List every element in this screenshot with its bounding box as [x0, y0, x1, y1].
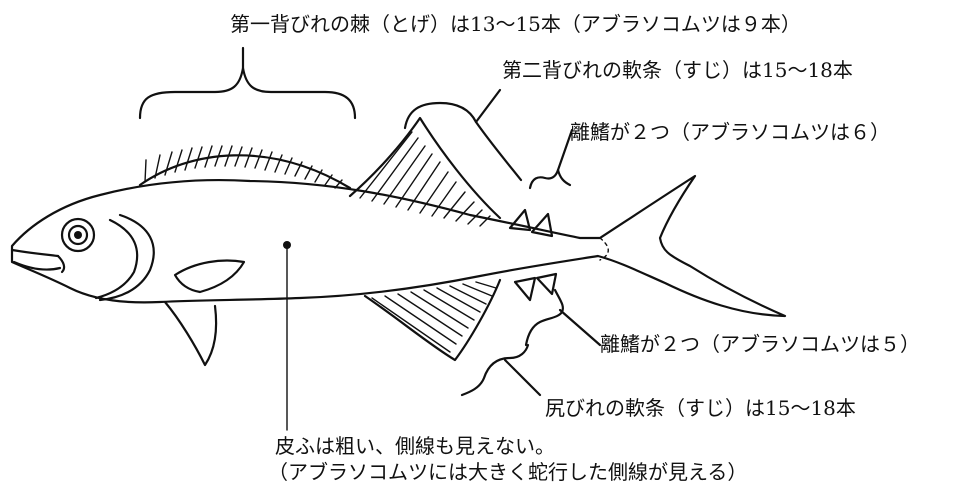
anal-finlets-brace — [524, 288, 564, 347]
second-dorsal-fin — [348, 116, 502, 227]
gill-cover — [98, 213, 155, 302]
anal-fin — [363, 278, 502, 362]
dorsal-finlet-1 — [508, 208, 532, 232]
label-dorsal-finlets: 離鰭が２つ（アブラソコムツは６） — [570, 120, 890, 144]
label-skin-line1: 皮ふは粗い、側線も見えない。 — [275, 434, 555, 458]
anal-fin-brace — [460, 343, 530, 397]
fish-body — [10, 174, 787, 318]
label-anal-fin: 尻びれの軟条（すじ）は15〜18本 — [545, 396, 856, 420]
label-skin-line2: （アブラソコムツには大きく蛇行した側線が見える） — [268, 460, 748, 484]
dorsal-finlet-2 — [530, 212, 554, 238]
label-soft-dorsal: 第二背びれの軟条（すじ）は15〜18本 — [502, 58, 853, 82]
pectoral-fin — [173, 259, 246, 294]
second-dorsal-brace — [403, 101, 523, 182]
anal-finlet-1 — [513, 276, 537, 302]
label-anal-finlets: 離鰭が２つ（アブラソコムツは５） — [600, 332, 920, 356]
anal-finlet-2 — [535, 272, 558, 296]
eye — [60, 217, 96, 253]
first-dorsal-fin — [138, 145, 352, 190]
first-dorsal-brace — [138, 66, 357, 120]
pelvic-fin — [163, 300, 218, 367]
dorsal-finlets-brace — [528, 168, 572, 190]
label-spiny-dorsal: 第一背びれの棘（とげ）は13〜15本（アブラソコムツは９本） — [230, 12, 801, 36]
